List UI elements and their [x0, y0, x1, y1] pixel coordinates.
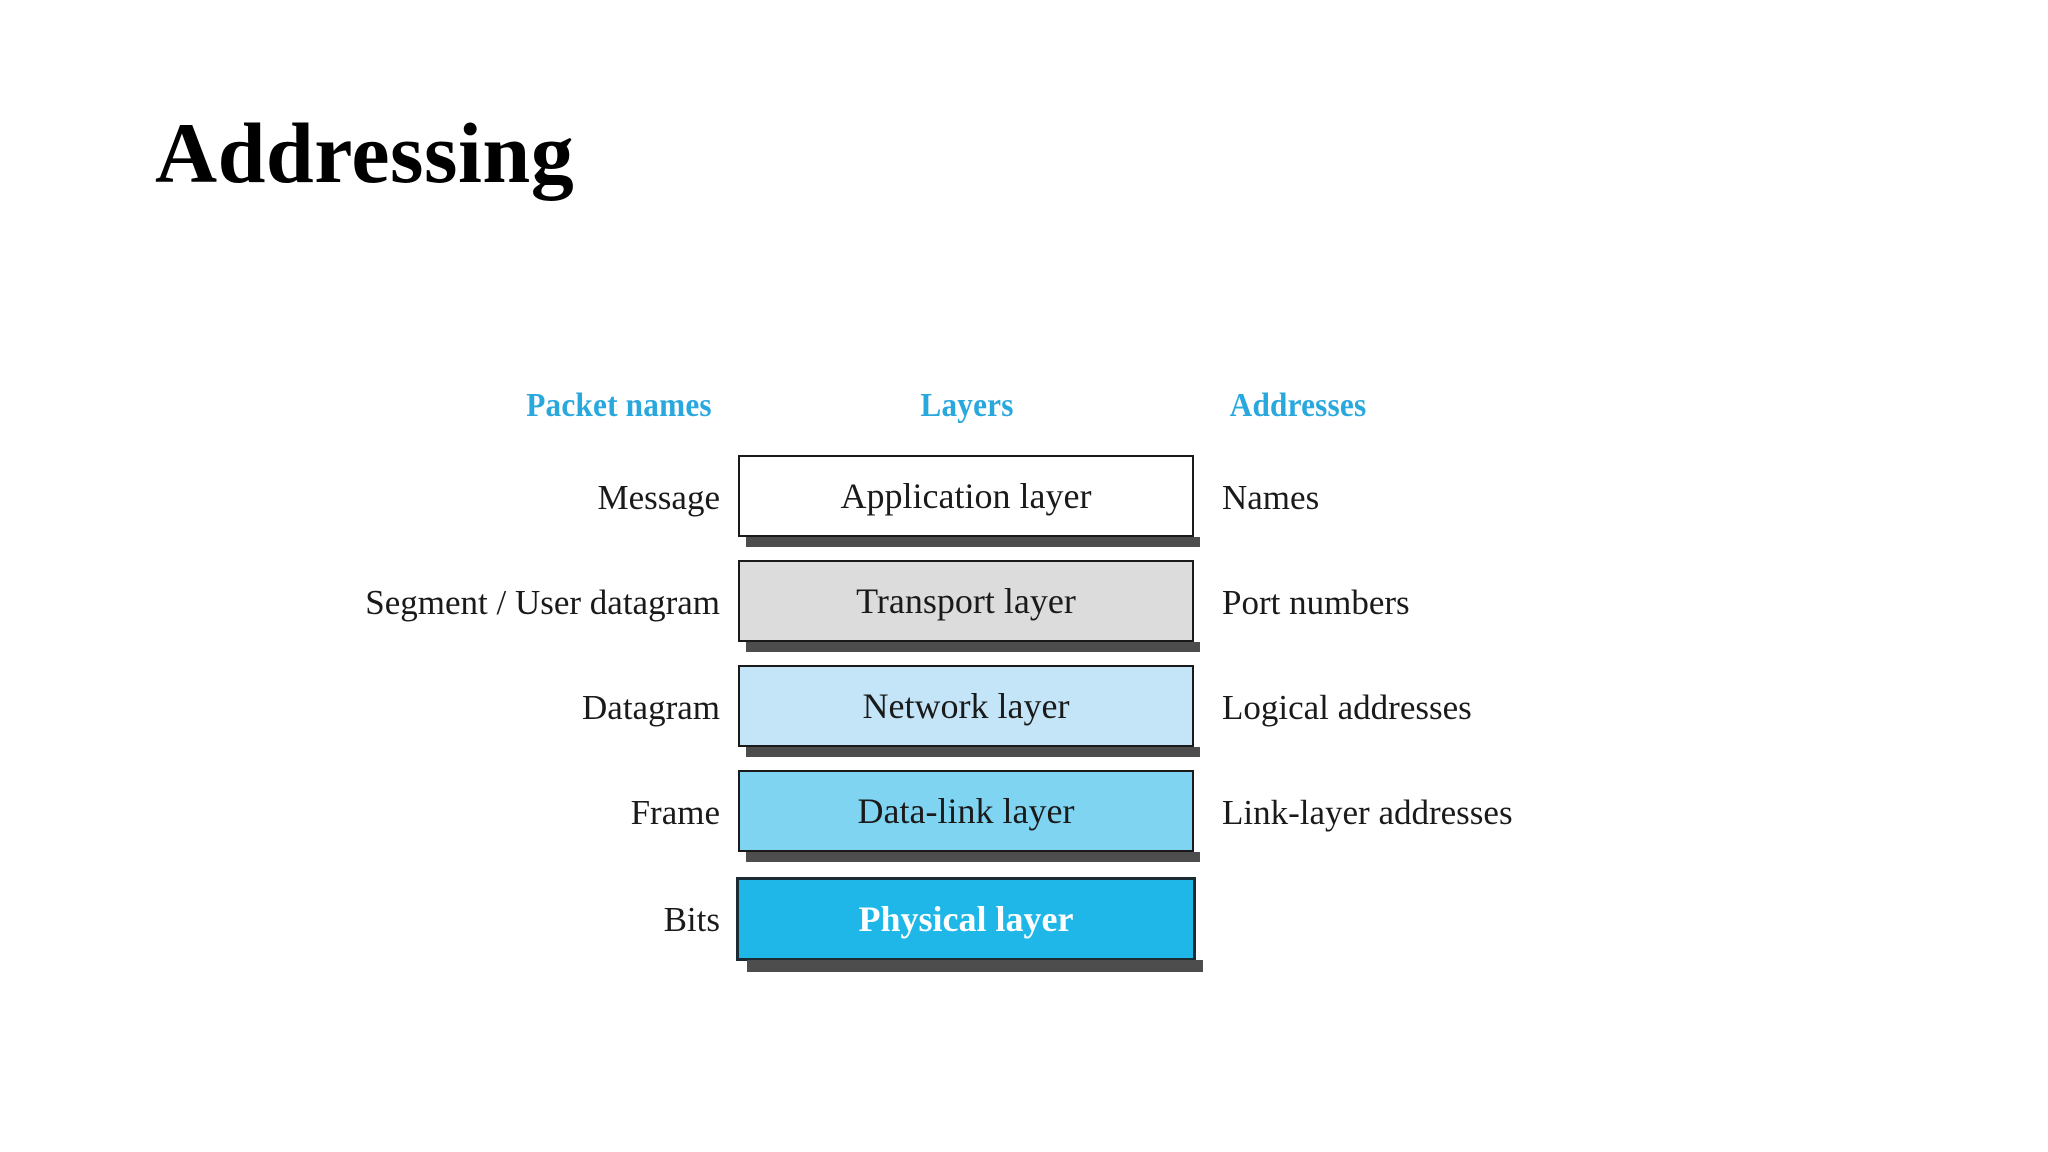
layer-box-datalink[interactable]: Data-link layer	[738, 770, 1200, 862]
packet-name-frame: Frame	[630, 793, 720, 832]
packet-name-datagram: Datagram	[582, 688, 720, 727]
column-heading-layers: Layers	[920, 387, 1014, 424]
address-link-layer-addresses: Link-layer addresses	[1222, 793, 1513, 832]
address-logical-addresses: Logical addresses	[1222, 688, 1472, 727]
layer-box-network[interactable]: Network layer	[738, 665, 1200, 757]
address-names: Names	[1222, 478, 1320, 517]
packet-name-message: Message	[597, 478, 720, 517]
packet-name-bits: Bits	[663, 900, 720, 939]
column-heading-packet-names: Packet names	[526, 387, 712, 424]
column-heading-addresses: Addresses	[1229, 387, 1367, 424]
layer-box-application[interactable]: Application layer	[738, 455, 1200, 547]
layer-box-physical[interactable]: Physical layer	[736, 877, 1203, 972]
page-title: Addressing	[155, 105, 575, 201]
address-port-numbers: Port numbers	[1222, 583, 1410, 622]
packet-name-segment-user-datagram: Segment / User datagram	[365, 583, 720, 622]
layer-box-transport[interactable]: Transport layer	[738, 560, 1200, 652]
